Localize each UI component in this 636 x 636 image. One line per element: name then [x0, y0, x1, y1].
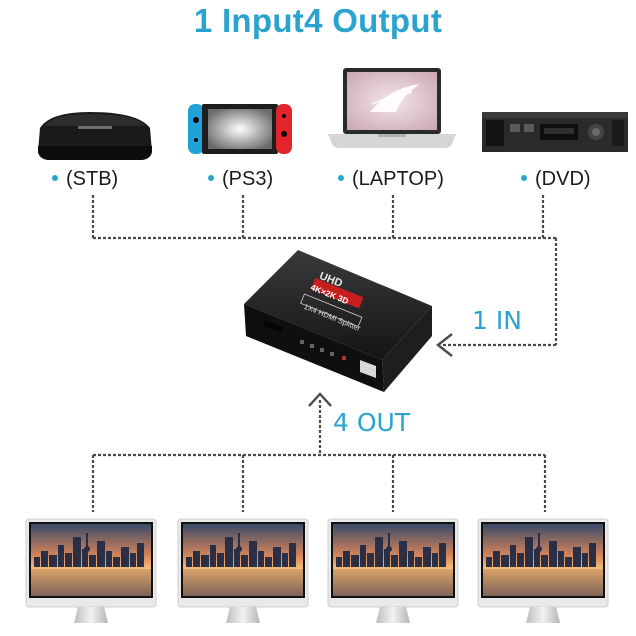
source-label-ps3: (PS3) — [208, 168, 273, 191]
output-label: 4 OUT — [333, 408, 411, 437]
bullet-dot — [338, 174, 344, 181]
model-plate — [300, 293, 363, 328]
laptop-icon — [328, 68, 456, 148]
display-group — [25, 518, 609, 623]
bullet-dot — [208, 174, 214, 181]
source-label-stb: (STB) — [52, 168, 118, 191]
dvd-player-icon — [482, 112, 628, 152]
input-arrowhead — [436, 333, 453, 357]
monitor-icon — [327, 518, 459, 623]
source-label-dvd: (DVD) — [521, 168, 591, 191]
source-label-text: (PS3) — [222, 168, 274, 190]
hdmi-splitter-device — [244, 250, 432, 392]
input-label: 1 IN — [472, 306, 522, 335]
monitor-icon — [177, 518, 309, 623]
resolution-badge — [311, 278, 364, 309]
output-arrowhead — [308, 392, 332, 407]
source-label-text: (STB) — [66, 168, 119, 190]
source-label-laptop: (LAPTOP) — [338, 168, 444, 191]
set-top-box-icon — [38, 112, 152, 160]
bullet-dot — [52, 174, 58, 181]
source-label-text: (DVD) — [535, 168, 591, 190]
connection-lines — [91, 195, 558, 512]
bullet-dot — [521, 174, 527, 181]
monitor-icon — [25, 518, 157, 623]
game-console-icon — [188, 104, 292, 154]
diagram-title: 1 Input4 Output — [193, 2, 443, 39]
source-label-text: (LAPTOP) — [352, 168, 444, 190]
monitor-icon — [477, 518, 609, 623]
